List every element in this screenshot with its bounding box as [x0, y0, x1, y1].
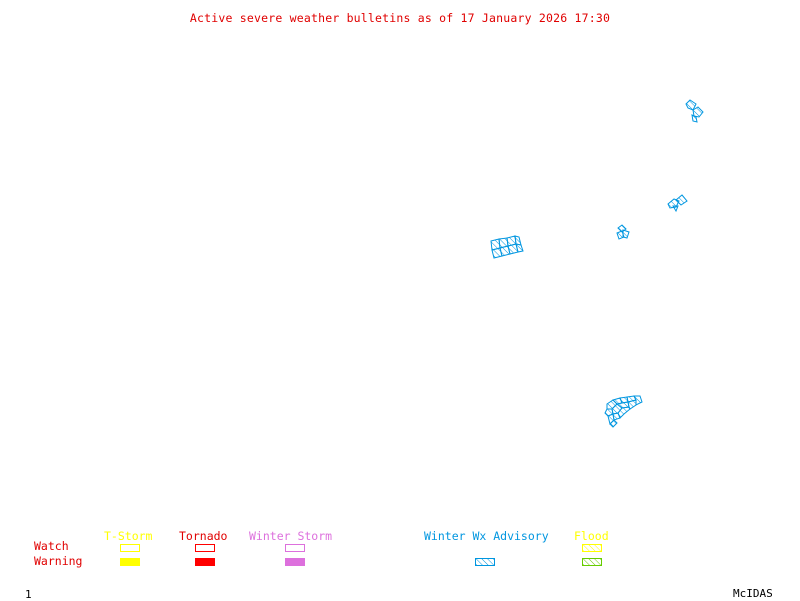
mcidas-label: McIDAS	[733, 587, 773, 600]
advisory-area-southeast[interactable]	[604, 395, 643, 428]
legend-header-tornado: Tornado	[179, 529, 228, 543]
legend-flood-watch-swatch	[582, 544, 602, 552]
legend-winter-storm-watch-swatch	[285, 544, 305, 552]
legend-tornado-watch-swatch	[195, 544, 215, 552]
legend-row-label-watch: Watch	[34, 539, 69, 553]
legend-header-tstorm: T-Storm	[104, 529, 153, 543]
advisory-area-northeast-2[interactable]	[667, 194, 688, 213]
legend-tstorm-warning-swatch	[120, 558, 140, 566]
advisory-area-central[interactable]	[490, 235, 524, 259]
legend-winter-wx-advisory-swatch	[475, 558, 495, 566]
legend-header-winter-storm: Winter Storm	[249, 529, 333, 543]
legend-row-label-warning: Warning	[34, 554, 83, 568]
legend-header-flood: Flood	[574, 529, 609, 543]
frame-number: 1	[25, 588, 32, 601]
legend-winter-storm-warning-swatch	[285, 558, 305, 566]
advisory-area-northeast-1[interactable]	[685, 99, 704, 123]
legend-tstorm-watch-swatch	[120, 544, 140, 552]
advisory-area-northeast-3[interactable]	[616, 224, 630, 240]
legend-tornado-warning-swatch	[195, 558, 215, 566]
legend-header-winter-wx-advisory: Winter Wx Advisory	[424, 529, 549, 543]
bulletin-title: Active severe weather bulletins as of 17…	[189, 11, 611, 25]
legend-flood-warning-swatch	[582, 558, 602, 566]
